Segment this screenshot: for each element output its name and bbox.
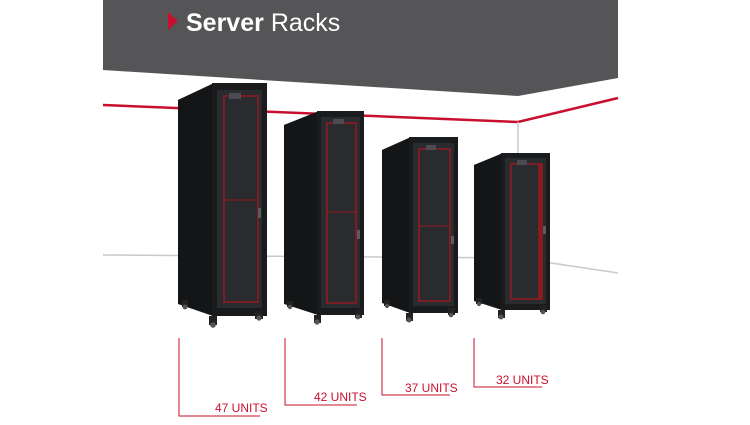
rack-42-units xyxy=(284,111,364,325)
rack-37-units xyxy=(382,137,458,323)
rack-32-units xyxy=(474,153,550,320)
triangle-right-icon xyxy=(168,12,178,30)
callout-bracket-32 xyxy=(473,338,542,388)
rack-label-37: 37 UNITS xyxy=(405,381,458,395)
rack-label-42: 42 UNITS xyxy=(314,390,367,404)
page-title-bold: Server xyxy=(186,9,264,37)
page-title-light: Racks xyxy=(270,9,341,37)
page-title: Server Racks xyxy=(186,8,340,38)
callout-bracket-47 xyxy=(178,338,260,417)
callout-bracket-37 xyxy=(381,338,450,396)
rack-label-47: 47 UNITS xyxy=(215,401,268,415)
rack-47-units xyxy=(178,83,267,328)
callout-bracket-42 xyxy=(284,338,357,406)
rack-label-32: 32 UNITS xyxy=(496,373,549,387)
header-band xyxy=(103,0,618,96)
